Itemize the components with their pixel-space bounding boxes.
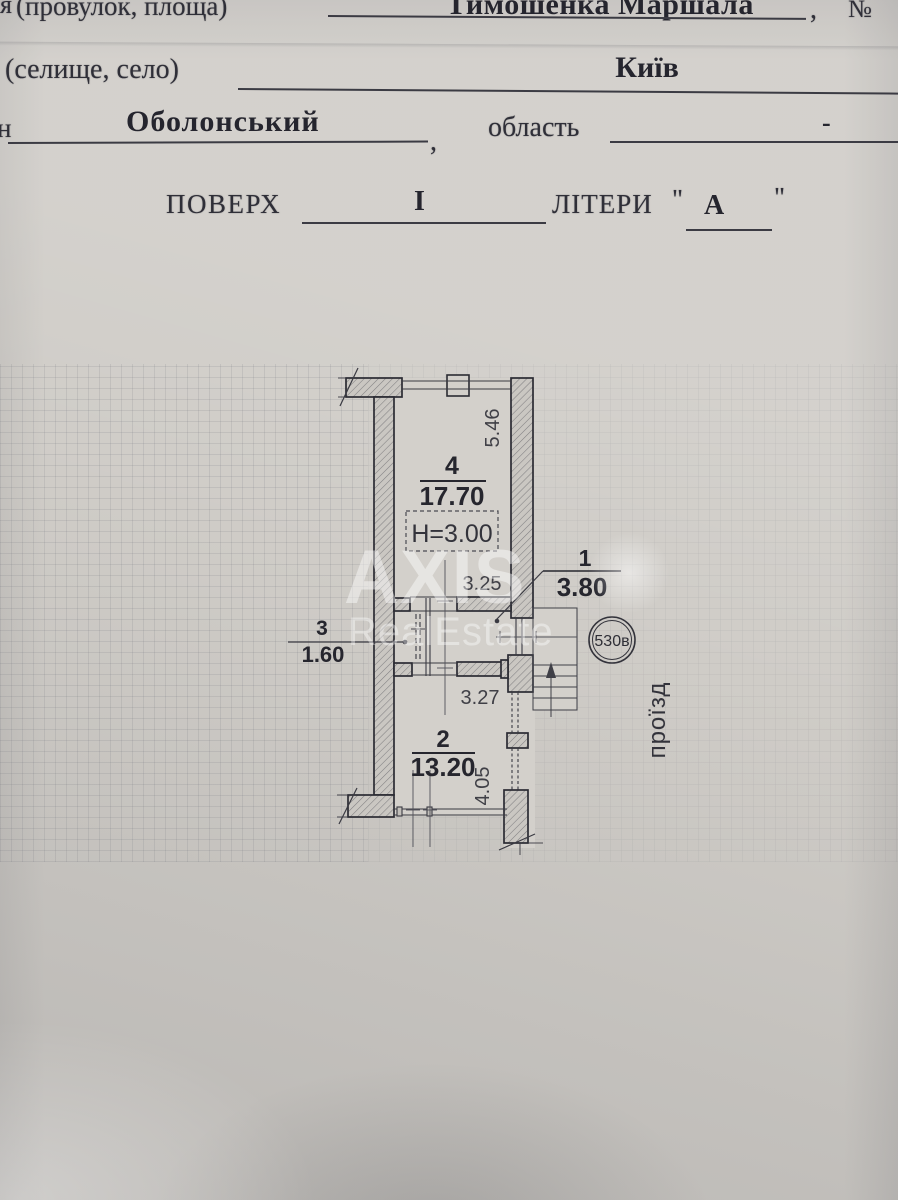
dim-room2-width: 3.27 [461,687,500,709]
stair-landing-floor [533,608,577,710]
entrance-pier [507,654,534,693]
stair-outline [532,607,578,711]
height-note-box [405,510,499,552]
district-comma: , [430,126,437,157]
floor-underline [302,222,546,225]
watermark-brand: AXIS [344,535,526,620]
leader-lines [288,570,544,645]
watermark-brand-sub: RealEstate [348,610,554,654]
street-label-prefix: я [0,0,12,19]
oblast-value: - [822,108,831,137]
watermark-blob [588,532,670,614]
district-value: Оболонський [126,105,320,138]
letters-quote-close: " [774,182,786,212]
graph-paper-grid-left [0,364,368,862]
room4-area: 17.70 [419,481,484,511]
dim-room2-depth: 4.05 [472,767,494,806]
settlement-value: Київ [615,51,679,84]
room2-number: 2 [436,726,449,753]
room4-number: 4 [445,452,459,480]
district-underline [7,140,429,145]
room2-area: 13.20 [410,752,475,782]
number-sign: № [848,0,872,23]
district-label-fragment: н [0,113,12,143]
dim-room4-width: 3.25 [463,573,502,595]
floor-value: І [414,186,425,217]
letters-underline [686,229,772,232]
paper-fold-shadow [0,41,898,51]
wall-top-left-stub [345,377,403,398]
room4-floor [394,389,511,598]
settlement-label: (селище, село) [5,54,179,85]
entrance-jamb [500,659,509,679]
jamb-bottom [393,662,413,677]
room1-leader-dot [494,618,500,624]
apartment-number-stamp: 530в [588,616,636,664]
room3-leader-dot [402,639,408,645]
height-note: Н=3.00 [411,520,492,548]
walls [345,377,534,844]
jamb-top [393,597,411,612]
oblast-underline [610,141,898,144]
room2-floor [394,676,511,816]
dim-room4-depth: 5.46 [482,409,504,448]
right-small-pier [506,732,529,749]
room3-number: 3 [316,617,328,640]
letters-label: ЛІТЕРИ [552,189,653,219]
stamp-value: 530в [594,633,629,650]
wall-bottom-left-corner [347,794,395,818]
street-comma: , [810,0,817,25]
construction-lines [406,560,577,847]
letters-value: А [704,190,725,221]
letters-quote-open: " [672,184,684,214]
stair-direction-arrow-head [546,662,556,678]
street-label: (провулок, площа) [16,0,228,21]
floor-label: ПОВЕРХ [166,189,282,219]
stamp-outer-circle [588,616,636,664]
window-mullion-block [446,374,470,397]
room3-area: 1.60 [302,642,345,667]
room1-leader [495,570,544,621]
right-bottom-pier [503,789,529,844]
oblast-label: область [488,112,580,143]
dimension-labels: 5.46 3.25 3.27 4.05 [461,409,504,806]
passage-label: проїзд [644,682,671,759]
doors-and-partitions [410,596,523,790]
floor-plan-drawing: 4 17.70 Н=3.00 1 3.80 3 1.60 2 13.20 5.4… [288,367,671,855]
room-labels: 4 17.70 Н=3.00 1 3.80 3 1.60 2 13.20 [302,452,621,782]
settlement-underline [237,88,898,95]
break-marks [337,367,543,855]
staircase [532,607,578,717]
stamp-inner-circle [592,620,632,660]
